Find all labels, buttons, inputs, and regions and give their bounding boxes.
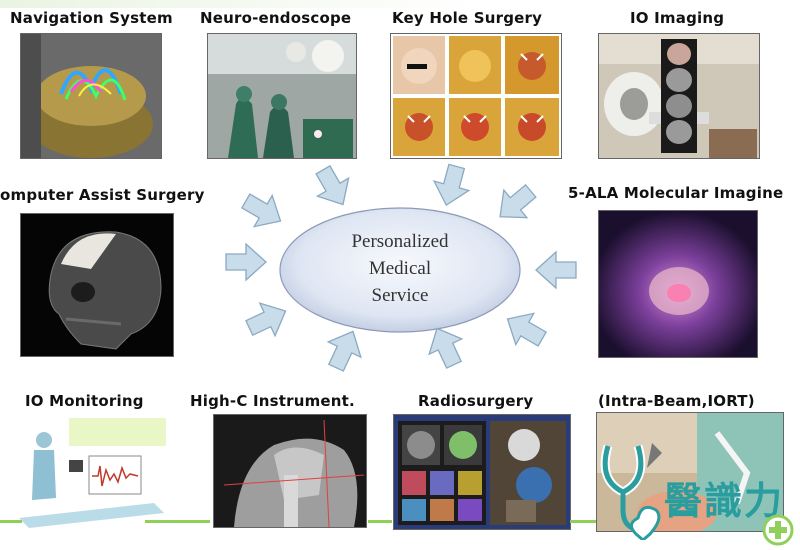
footer-line-mid2 (368, 520, 392, 523)
caption-high-c-instrument: High-C Instrument. (190, 392, 355, 410)
center-title-line3: Service (371, 285, 429, 306)
caption-radiosurgery: Radiosurgery (418, 392, 534, 410)
image-computer-assist-surgery (20, 213, 174, 357)
arrow-right-mid (535, 251, 577, 289)
plus-cross-icon (762, 514, 794, 546)
footer-line-left (0, 520, 22, 523)
image-key-hole-surgery (390, 33, 562, 159)
image-navigation-system (20, 33, 162, 159)
arrow-top-right (487, 176, 543, 232)
arrow-top-center (428, 161, 475, 211)
caption-key-hole-surgery: Key Hole Surgery (392, 9, 543, 27)
caption-io-imaging: IO Imaging (630, 9, 725, 27)
center-title-line2: Medical (368, 258, 432, 279)
stethoscope-icon (600, 444, 661, 540)
caption-neuro-endoscope: Neuro-endoscope (200, 9, 352, 27)
image-high-c-instrument (213, 414, 367, 528)
caption-io-monitoring: IO Monitoring (25, 392, 144, 410)
image-radiosurgery (393, 414, 571, 530)
caption-navigation-system: Navigation System (10, 9, 173, 27)
caption-5-ala-molecular-imaging: 5-ALA Molecular Imagine (568, 184, 784, 202)
footer-line-mid3 (570, 520, 596, 523)
image-io-monitoring (14, 418, 166, 528)
arrow-left-mid (225, 243, 267, 281)
image-neuro-endoscope (207, 33, 357, 159)
image-intra-beam-iort (596, 412, 784, 532)
image-5-ala-molecular-imaging (598, 210, 758, 358)
caption-computer-assist-surgery: omputer Assist Surgery (0, 186, 205, 204)
arrow-bottom-left (319, 323, 370, 376)
image-io-imaging (598, 33, 760, 159)
arrow-bottom-right (420, 320, 471, 373)
arrow-right-lower (497, 302, 552, 356)
arrow-top-left-1 (306, 160, 360, 215)
center-title: Personalized Medical Service (285, 228, 515, 309)
top-band (0, 0, 800, 8)
brand-name: 醫識力 (664, 479, 785, 523)
arrow-left-lower (241, 294, 294, 345)
center-title-line1: Personalized (351, 231, 449, 252)
caption-intra-beam-iort: (Intra-Beam,IORT) (598, 392, 755, 410)
arrow-left-upper (236, 184, 291, 238)
footer-line-mid1 (145, 520, 210, 523)
